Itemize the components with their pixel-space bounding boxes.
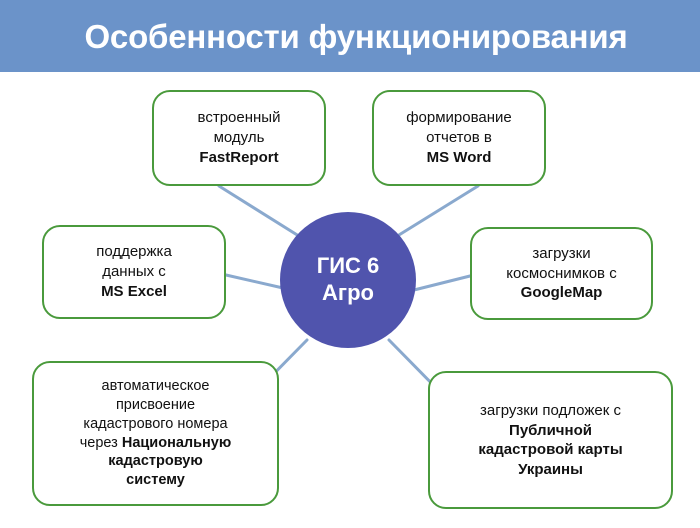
feature-line-bold: Национальную bbox=[121, 434, 232, 451]
feature-line: присвоение bbox=[115, 396, 196, 413]
feature-line-bold: Украины bbox=[518, 460, 583, 478]
feature-box-fastreport[interactable]: встроенный модуль FastReport bbox=[152, 90, 326, 186]
feature-line-bold: Публичной bbox=[509, 421, 592, 439]
feature-line: автоматическое bbox=[101, 377, 210, 394]
feature-box-cadastral-number[interactable]: автоматическое присвоение кадастрового н… bbox=[32, 361, 279, 506]
feature-line-bold: MS Word bbox=[426, 148, 492, 166]
feature-line-bold: кадастровой карты bbox=[478, 441, 623, 458]
feature-line: кадастрового номера bbox=[83, 415, 228, 432]
feature-line: космоснимков с bbox=[506, 264, 617, 282]
connector-to-ms-word bbox=[384, 184, 480, 245]
center-node-line1: ГИС 6 bbox=[316, 253, 380, 279]
feature-line: отчетов в bbox=[426, 129, 492, 147]
feature-line: загрузки bbox=[532, 244, 591, 262]
feature-line: загрузки подложек с bbox=[480, 402, 621, 419]
feature-line: формирование bbox=[406, 109, 512, 127]
feature-line-bold: FastReport bbox=[199, 148, 279, 166]
feature-line-mixed: через Национальную bbox=[80, 434, 231, 453]
feature-box-public-cadastral-map[interactable]: загрузки подложек с Публичной кадастрово… bbox=[428, 371, 673, 509]
connector-to-fastreport bbox=[217, 184, 312, 245]
feature-line: поддержка bbox=[96, 243, 172, 261]
feature-line-bold: кадастровую bbox=[108, 453, 203, 470]
feature-line: модуль bbox=[213, 129, 265, 147]
feature-line: данных с bbox=[102, 263, 166, 281]
feature-line-bold: систему bbox=[126, 472, 185, 489]
feature-line-bold: GoogleMap bbox=[520, 284, 603, 302]
feature-box-ms-word[interactable]: формирование отчетов в MS Word bbox=[372, 90, 546, 186]
feature-line-bold: MS Excel bbox=[101, 282, 167, 300]
center-node-line2: Агро bbox=[322, 280, 374, 305]
connector-to-ms-excel bbox=[224, 273, 285, 290]
feature-box-ms-excel[interactable]: поддержка данных с MS Excel bbox=[42, 225, 226, 319]
page-title: Особенности функционирования bbox=[84, 17, 628, 55]
slide-header: Особенности функционирования bbox=[0, 0, 700, 72]
feature-line: встроенный bbox=[197, 109, 281, 127]
feature-line-prefix: через bbox=[79, 434, 122, 451]
center-node[interactable]: ГИС 6 Агро bbox=[280, 212, 416, 348]
connector-to-googlemap bbox=[412, 274, 472, 292]
feature-box-googlemap[interactable]: загрузки космоснимков с GoogleMap bbox=[470, 227, 653, 320]
